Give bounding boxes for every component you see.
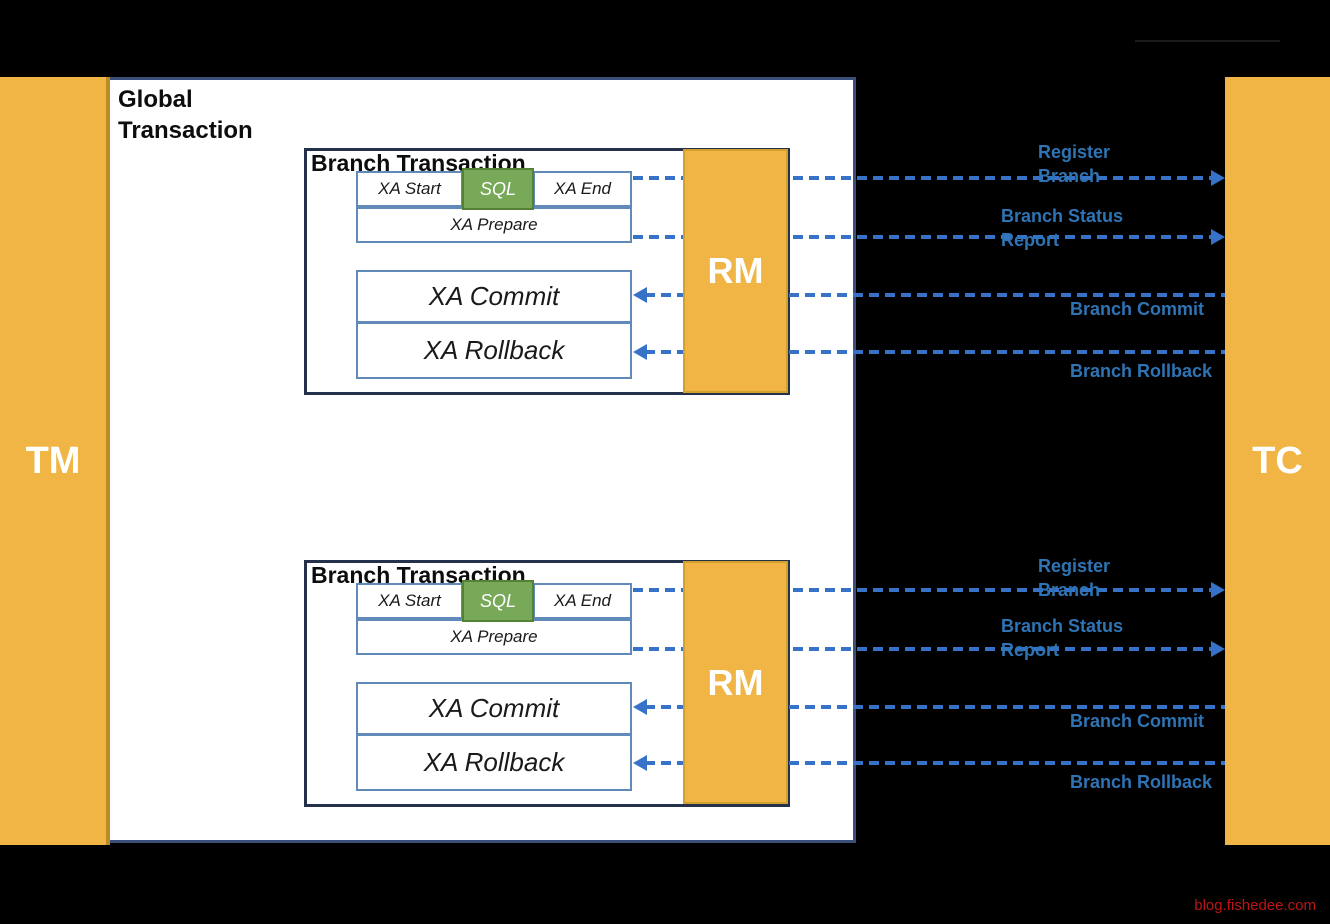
faint-underline <box>1135 40 1280 42</box>
branch-status-report-arrow <box>633 229 1225 245</box>
dashed-line <box>645 761 1225 765</box>
branch-rollback-label: Branch Rollback <box>1070 772 1213 792</box>
register-branch-arrow <box>633 170 1225 186</box>
branch-commit-label: Branch Commit <box>1070 711 1205 731</box>
sql-box: SQL <box>462 168 534 210</box>
xa-rollback-box: XA Rollback <box>356 322 632 379</box>
arrowhead-right-icon <box>1211 229 1225 245</box>
watermark-site: blog.fishedee.com <box>1194 897 1316 914</box>
xa-start-box: XA Start <box>356 171 463 207</box>
branch-transaction-box-1: Branch Transaction XA Start SQL XA End X… <box>304 148 790 395</box>
rm-box-1: RM <box>683 149 788 393</box>
xa-end-box: XA End <box>533 583 632 619</box>
dashed-line <box>633 176 1213 180</box>
sql-box: SQL <box>462 580 534 622</box>
branch-rollback-arrow <box>633 344 1225 360</box>
arrowhead-right-icon <box>1211 582 1225 598</box>
branch-rollback-arrow <box>633 755 1225 771</box>
branch-status-report-label: Branch Status Report <box>1001 206 1124 250</box>
arrowhead-left-icon <box>633 755 647 771</box>
xa-commit-box: XA Commit <box>356 682 632 735</box>
xa-start-box: XA Start <box>356 583 463 619</box>
register-branch-label: Register Branch <box>1038 142 1111 186</box>
register-branch-label: Register Branch <box>1038 556 1111 600</box>
branch-status-report-arrow <box>633 641 1225 657</box>
tc-bar: TC <box>1225 77 1330 845</box>
branch-commit-arrow <box>633 699 1225 715</box>
rm-box-2: RM <box>683 561 788 804</box>
dashed-line <box>633 647 1213 651</box>
branch-commit-label: Branch Commit <box>1070 299 1205 319</box>
arrowhead-left-icon <box>633 287 647 303</box>
xa-prepare-box: XA Prepare <box>356 619 632 655</box>
xa-end-box: XA End <box>533 171 632 207</box>
xa-prepare-box: XA Prepare <box>356 207 632 243</box>
dashed-line <box>645 350 1225 354</box>
register-branch-arrow <box>633 582 1225 598</box>
arrowhead-right-icon <box>1211 641 1225 657</box>
arrowhead-left-icon <box>633 344 647 360</box>
tm-bar: TM <box>0 77 110 845</box>
global-transaction-title: Global Transaction <box>118 86 253 144</box>
branch-commit-arrow <box>633 287 1225 303</box>
dashed-line <box>633 235 1213 239</box>
xa-rollback-box: XA Rollback <box>356 734 632 791</box>
xa-commit-box: XA Commit <box>356 270 632 323</box>
dashed-line <box>633 588 1213 592</box>
branch-rollback-label: Branch Rollback <box>1070 361 1213 381</box>
branch-status-report-label: Branch Status Report <box>1001 616 1124 660</box>
dashed-line <box>645 293 1225 297</box>
dashed-line <box>645 705 1225 709</box>
arrowhead-right-icon <box>1211 170 1225 186</box>
arrowhead-left-icon <box>633 699 647 715</box>
branch-transaction-box-2: Branch Transaction XA Start SQL XA End X… <box>304 560 790 807</box>
